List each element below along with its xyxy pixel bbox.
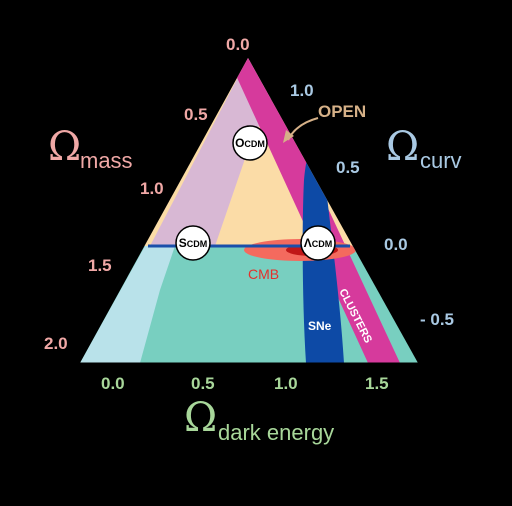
- open-label: OPEN: [318, 102, 366, 121]
- ocdm-main: O: [235, 136, 244, 150]
- mass-tick-0: 0.0: [226, 35, 250, 54]
- mass-tick-2: 1.0: [140, 179, 164, 198]
- dark-energy-subscript: dark energy: [218, 420, 334, 445]
- curv-axis-title: Ω curv: [386, 124, 462, 173]
- dark-energy-axis-title: Ω dark energy: [184, 395, 334, 445]
- curv-tick-3: - 0.5: [420, 310, 454, 329]
- left-band: [80, 246, 175, 363]
- open-arrow-head: [283, 130, 294, 143]
- mass-tick-1: 0.5: [184, 105, 208, 124]
- scdm-main: S: [179, 236, 187, 250]
- scdm-marker[interactable]: SCDM: [175, 225, 211, 261]
- mass-subscript: mass: [80, 148, 133, 173]
- curv-tick-2: 0.0: [384, 235, 408, 254]
- mass-axis-ticks: 0.0 0.5 1.0 1.5 2.0: [44, 35, 250, 353]
- curv-axis-ticks: 1.0 0.5 0.0 - 0.5: [290, 81, 454, 329]
- cmb-label: CMB: [248, 266, 279, 282]
- dark-energy-axis-ticks: 0.0 0.5 1.0 1.5: [101, 374, 389, 393]
- lcdm-small: CDM: [312, 239, 333, 249]
- svg-text:ΛCDM: ΛCDM: [304, 236, 333, 250]
- de-tick-3: 1.5: [365, 374, 389, 393]
- mass-omega: Ω: [48, 124, 81, 170]
- sne-label: SNe: [308, 319, 332, 333]
- ocdm-marker[interactable]: OCDM: [232, 125, 268, 161]
- lcdm-marker[interactable]: ΛCDM: [300, 225, 336, 261]
- curv-tick-1: 0.5: [336, 158, 360, 177]
- mass-axis-title: Ω mass: [48, 124, 133, 173]
- de-tick-2: 1.0: [274, 374, 298, 393]
- curv-subscript: curv: [420, 148, 462, 173]
- svg-text:SCDM: SCDM: [179, 236, 208, 250]
- mass-tick-3: 1.5: [88, 256, 112, 275]
- mass-tick-4: 2.0: [44, 334, 68, 353]
- ocdm-small: CDM: [244, 139, 265, 149]
- scdm-small: CDM: [187, 239, 208, 249]
- dark-energy-omega: Ω: [184, 395, 217, 441]
- lcdm-main: Λ: [304, 236, 312, 250]
- de-tick-0: 0.0: [101, 374, 125, 393]
- de-tick-1: 0.5: [191, 374, 215, 393]
- svg-text:OCDM: OCDM: [235, 136, 265, 150]
- curv-tick-0: 1.0: [290, 81, 314, 100]
- curv-omega: Ω: [386, 124, 419, 170]
